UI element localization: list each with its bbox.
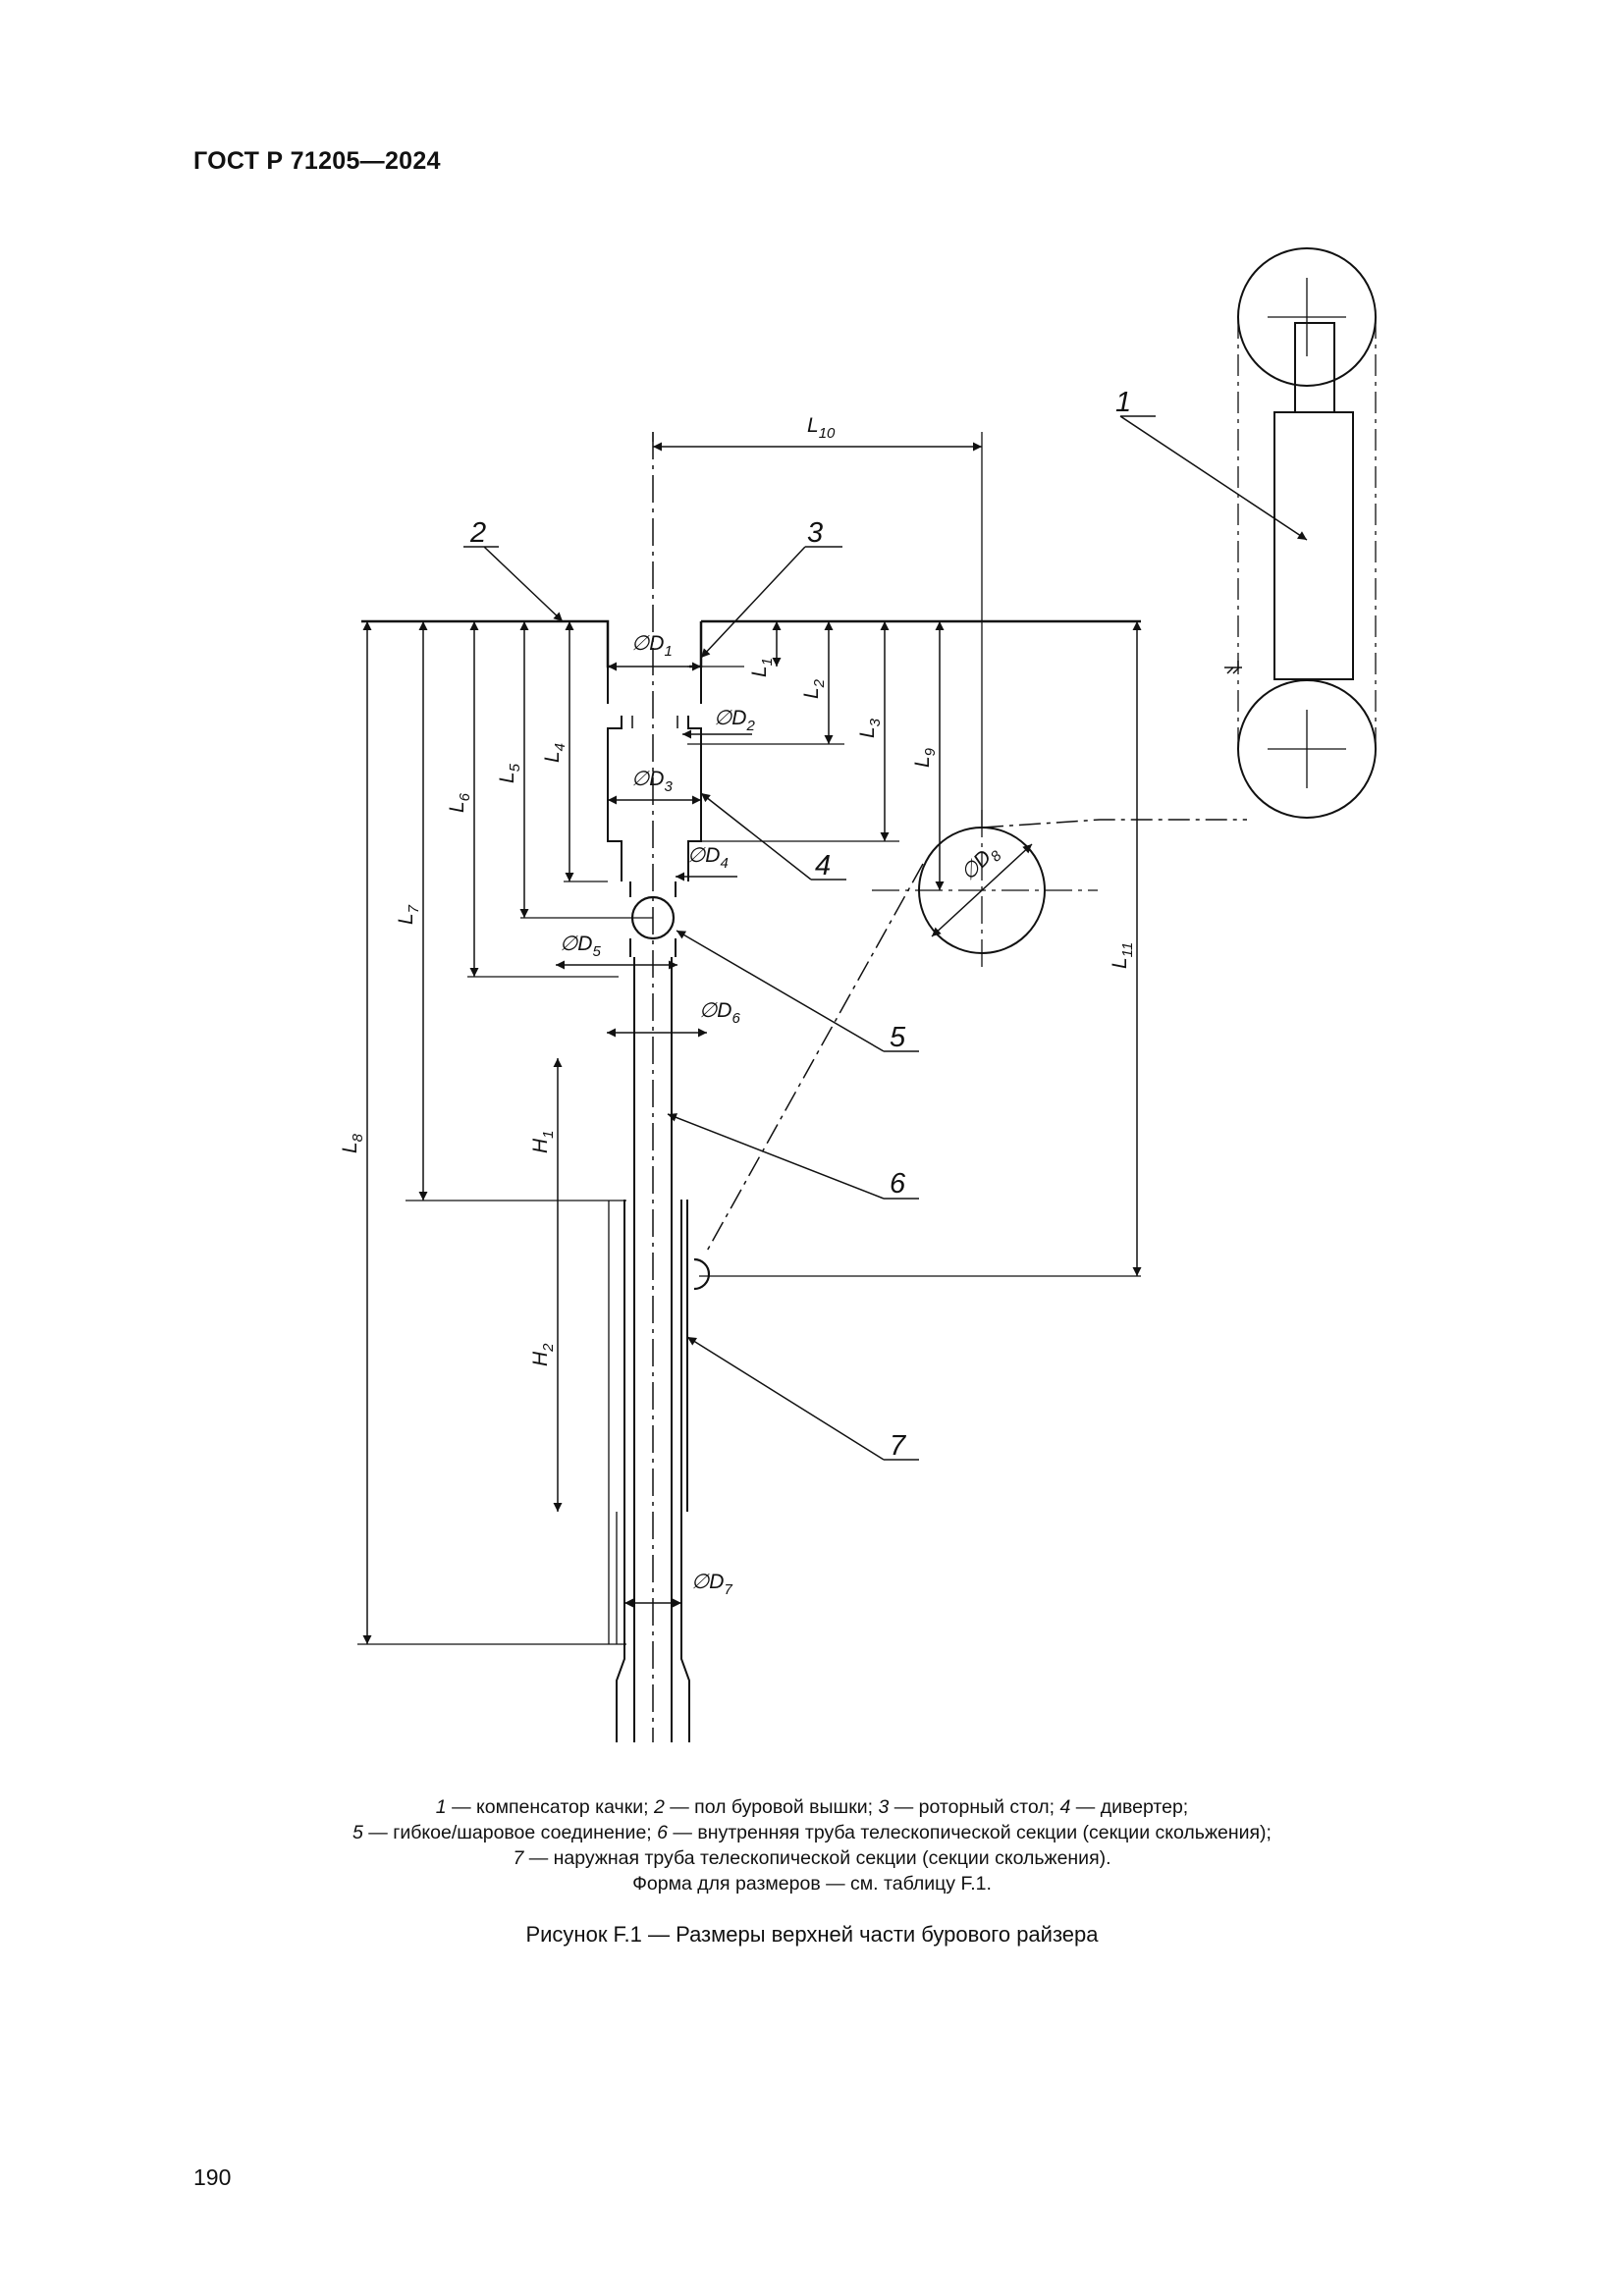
label-l3: L3 [856, 718, 884, 738]
callout-1: 1 [1115, 387, 1131, 418]
rig-floor-right [689, 619, 1141, 668]
label-d7: ∅D7 [691, 1571, 732, 1598]
callout-5: 5 [890, 1022, 906, 1053]
legend-line-1: 1 — компенсатор качки; 2 — пол буровой в… [435, 1796, 1189, 1818]
leader-7 [687, 1337, 919, 1461]
label-d1: ∅D1 [631, 632, 673, 660]
label-l7: L7 [395, 904, 422, 925]
leader-2 [463, 546, 563, 621]
label-l5: L5 [496, 763, 523, 783]
label-d5: ∅D5 [560, 933, 601, 960]
tension-ring [693, 1257, 711, 1291]
inner-pipe [633, 957, 673, 1742]
legend-line-2: 5 — гибкое/шаровое соединение; 6 — внутр… [352, 1822, 1272, 1843]
label-l6: L6 [446, 792, 473, 813]
figure-title: Рисунок F.1 — Размеры верхней части буро… [525, 1922, 1099, 1947]
heave-compensator [1224, 247, 1377, 819]
label-d4: ∅D4 [687, 844, 729, 872]
legend-note: Форма для размеров — см. таблицу F.1. [632, 1873, 992, 1895]
callout-3: 3 [807, 517, 823, 549]
label-l8: L8 [339, 1133, 366, 1153]
label-l9: L9 [911, 747, 939, 768]
dim-line-d8 [931, 843, 1033, 937]
label-l2: L2 [800, 678, 828, 699]
outer-pipe [616, 1200, 690, 1742]
label-l11: L11 [1109, 942, 1136, 969]
rotary-table [607, 667, 702, 704]
leader-6 [668, 1114, 919, 1200]
leader-5 [677, 931, 919, 1052]
label-d3: ∅D3 [631, 768, 673, 795]
label-h1: H1 [529, 1130, 557, 1153]
legend-line-3: 7 — наружная труба телескопической секци… [513, 1847, 1111, 1869]
leader-4 [701, 793, 846, 881]
label-h2: H2 [529, 1343, 557, 1366]
label-l10: L10 [807, 414, 836, 442]
label-l1: L1 [748, 658, 776, 677]
document-header: ГОСТ Р 71205—2024 [193, 147, 441, 175]
label-l4: L4 [541, 743, 568, 763]
rig-floor [361, 619, 617, 668]
figure-legend: 1 — компенсатор качки; 2 — пол буровой в… [0, 1794, 1624, 1896]
callout-4: 4 [815, 850, 831, 881]
label-d2: ∅D2 [714, 707, 755, 734]
label-d6: ∅D6 [699, 999, 740, 1027]
leader-1 [1119, 415, 1307, 540]
callout-2: 2 [469, 517, 486, 549]
callout-6: 6 [890, 1168, 906, 1200]
callout-7: 7 [890, 1430, 907, 1462]
label-d8: ∅D8 [956, 839, 1005, 888]
page-number: 190 [193, 2164, 232, 2190]
tensioner-line [704, 819, 1247, 1255]
leader-3 [701, 546, 842, 658]
